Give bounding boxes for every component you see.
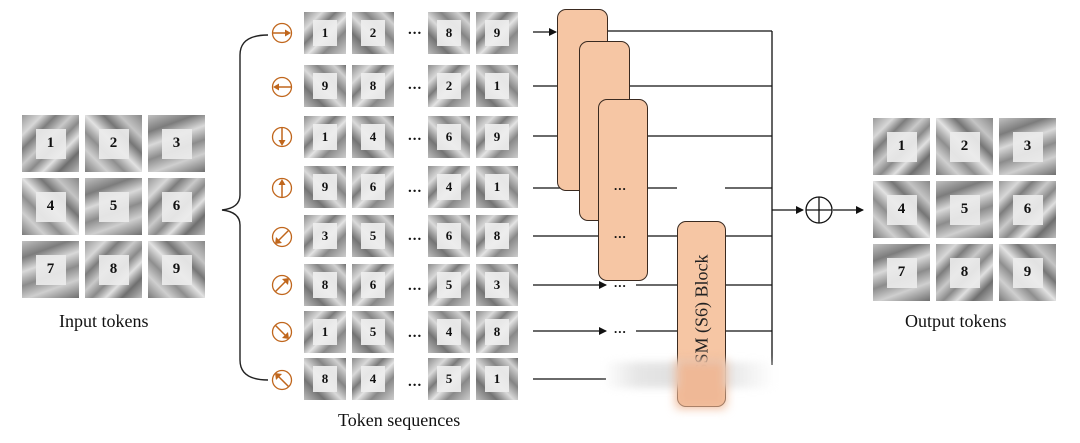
circle-plus-icon (805, 196, 833, 224)
input-token: 9 (148, 241, 205, 298)
sequence-ellipsis: ... (408, 374, 423, 390)
output-tokens-caption: Output tokens (905, 311, 1007, 331)
sequence-token: 1 (304, 12, 346, 54)
sequence-ellipsis: ... (408, 228, 423, 244)
sequence-token: 8 (304, 264, 346, 306)
sequence-token: 8 (476, 215, 518, 257)
sequence-ellipsis: ... (408, 22, 423, 38)
sequence-token: 4 (352, 116, 394, 158)
input-token: 4 (22, 178, 79, 235)
input-token: 1 (22, 115, 79, 172)
sequence-token: 2 (428, 65, 470, 107)
continuation-dots: ... (614, 226, 627, 241)
arrow-up-right-circle-icon (271, 274, 293, 296)
sequence-token: 5 (352, 215, 394, 257)
sequence-token: 1 (476, 166, 518, 208)
output-token: 7 (873, 244, 930, 301)
sequence-token: 5 (428, 264, 470, 306)
arrow-up-circle-icon (271, 177, 293, 199)
blurred-region (676, 360, 726, 408)
ssm-block-3 (598, 99, 648, 281)
input-tokens-caption: Input tokens (59, 311, 149, 331)
sequence-token: 2 (352, 12, 394, 54)
sequence-token: 4 (428, 166, 470, 208)
sequence-ellipsis: ... (408, 77, 423, 93)
token-sequences-caption: Token sequences (338, 410, 461, 430)
output-token: 2 (936, 118, 993, 175)
sequence-token: 9 (304, 166, 346, 208)
sequence-token: 1 (304, 116, 346, 158)
arrow-left-circle-icon (271, 76, 293, 98)
sequence-token: 8 (352, 65, 394, 107)
sequence-token: 8 (304, 358, 346, 400)
sequence-token: 5 (428, 358, 470, 400)
arrow-up-left-circle-icon (271, 369, 293, 391)
input-token: 6 (148, 178, 205, 235)
sequence-ellipsis: ... (408, 180, 423, 196)
sequence-token: 6 (428, 116, 470, 158)
arrow-down-right-circle-icon (271, 321, 293, 343)
sequence-token: 9 (476, 12, 518, 54)
sequence-token: 8 (428, 12, 470, 54)
continuation-dots: ... (614, 275, 627, 290)
input-token: 7 (22, 241, 79, 298)
arrow-right-circle-icon (271, 22, 293, 44)
output-token: 9 (999, 244, 1056, 301)
curly-brace (221, 34, 269, 381)
sequence-token: 4 (428, 311, 470, 353)
continuation-dots: ... (614, 178, 627, 193)
sequence-ellipsis: ... (408, 325, 423, 341)
sequence-token: 9 (476, 116, 518, 158)
sequence-token: 6 (428, 215, 470, 257)
input-token: 8 (85, 241, 142, 298)
sequence-ellipsis: ... (408, 128, 423, 144)
arrow-down-left-circle-icon (271, 226, 293, 248)
sequence-ellipsis: ... (408, 278, 423, 294)
output-token: 5 (936, 181, 993, 238)
sequence-token: 5 (352, 311, 394, 353)
arrow-down-circle-icon (271, 126, 293, 148)
output-token: 4 (873, 181, 930, 238)
input-token: 3 (148, 115, 205, 172)
sequence-token: 9 (304, 65, 346, 107)
sequence-token: 3 (476, 264, 518, 306)
output-token: 6 (999, 181, 1056, 238)
sequence-token: 1 (304, 311, 346, 353)
output-token: 3 (999, 118, 1056, 175)
sequence-token: 4 (352, 358, 394, 400)
sequence-token: 6 (352, 166, 394, 208)
output-token: 8 (936, 244, 993, 301)
sequence-token: 1 (476, 358, 518, 400)
sequence-token: 6 (352, 264, 394, 306)
sequence-token: 1 (476, 65, 518, 107)
ssm-block-label: SSM (S6) Block (691, 254, 711, 374)
output-token: 1 (873, 118, 930, 175)
sequence-token: 8 (476, 311, 518, 353)
input-token: 2 (85, 115, 142, 172)
input-token: 5 (85, 178, 142, 235)
sequence-token: 3 (304, 215, 346, 257)
continuation-dots: ... (614, 321, 627, 336)
